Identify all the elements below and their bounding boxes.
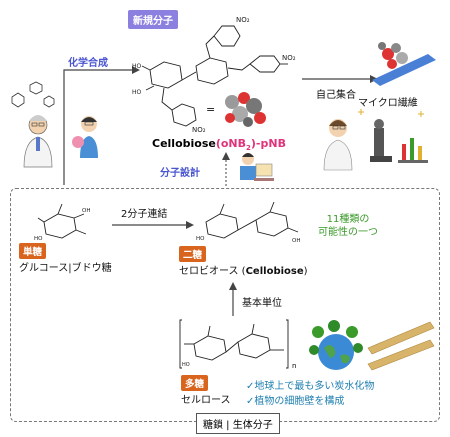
- svg-text:HO: HO: [132, 89, 142, 96]
- eleven-types-label: 11種類の 可能性の一つ: [318, 213, 378, 239]
- equals-sign: =: [206, 103, 216, 116]
- disaccharide-tag: 二糖: [179, 246, 207, 262]
- compound-name-main: Cellobiose: [152, 137, 216, 150]
- svg-text:HO: HO: [132, 63, 142, 70]
- svg-text:NO₂: NO₂: [192, 126, 206, 134]
- polymer-subscript-n: n: [292, 362, 297, 370]
- svg-text:OH: OH: [82, 208, 90, 214]
- new-molecule-badge: 新規分子: [128, 10, 178, 29]
- compound-name-pnb: )-pNB: [250, 137, 286, 150]
- glucose-structure: HO OH: [34, 203, 90, 242]
- self-assembly-arrow: [302, 75, 378, 83]
- molecular-model-3d: [225, 92, 266, 127]
- cellobiose-label-close: ): [303, 266, 308, 277]
- svg-text:NO₂: NO₂: [236, 16, 250, 24]
- svg-text:HO: HO: [34, 236, 43, 242]
- most-abundant-bullet: ✓地球上で最も多い炭水化物: [246, 381, 375, 392]
- monosaccharide-tag: 単糖: [19, 243, 47, 259]
- cellobiose-label-jp: セロビオース (: [179, 266, 246, 277]
- two-molecule-link-label: 2分子連結: [121, 209, 168, 220]
- basic-unit-arrow: [229, 282, 237, 316]
- eleven-types-line1: 11種類の: [326, 214, 370, 225]
- eleven-types-line2: 可能性の一つ: [318, 227, 378, 238]
- basic-unit-label: 基本単位: [242, 298, 282, 309]
- student-flask-illustration: [72, 116, 98, 158]
- synthesis-arrow: [63, 66, 140, 185]
- cellobiose-label-en: Cellobiose: [245, 266, 304, 277]
- polysaccharide-tag: 多糖: [181, 375, 209, 391]
- scientist-illustration: [11, 81, 55, 168]
- microfiber-label: マイクロ繊維: [358, 98, 418, 109]
- compound-name: Cellobiose(oNB2)-pNB: [152, 137, 286, 152]
- designer-illustration: [240, 153, 274, 181]
- glucose-label: グルコース|ブドウ糖: [19, 263, 112, 274]
- cellulose-structure: HO: [179, 319, 289, 369]
- cellobiose-label: セロビオース (Cellobiose): [179, 262, 308, 277]
- earth-plants-illustration: [309, 320, 363, 370]
- lab-scientist-illustration: [323, 109, 428, 171]
- svg-text:NO₂: NO₂: [282, 54, 296, 62]
- wood-planks-illustration: [367, 321, 435, 371]
- molecular-design-label: 分子設計: [160, 168, 200, 179]
- sugar-chain-biomolecule-tag: 糖鎖 | 生体分子: [196, 413, 280, 434]
- chemical-synthesis-label: 化学合成: [68, 58, 108, 69]
- self-assembly-label: 自己集合: [316, 90, 356, 101]
- svg-text:OH: OH: [292, 238, 300, 244]
- cellobiose-onb2-pnb-structure: NO₂ NO₂ NO₂ HO HO: [132, 16, 296, 134]
- compound-name-onb: (oNB: [215, 137, 247, 150]
- cellulose-label: セルロース: [181, 395, 231, 406]
- compound-name-onb-sub: 2: [246, 144, 251, 153]
- svg-text:HO: HO: [182, 362, 190, 368]
- microfiber-illustration: [372, 42, 436, 86]
- svg-text:HO: HO: [196, 236, 205, 242]
- link-arrow: [112, 221, 194, 229]
- design-up-arrow: [222, 152, 230, 186]
- cellobiose-structure: HO OH: [196, 201, 300, 244]
- cell-wall-bullet: ✓植物の細胞壁を構成: [246, 396, 345, 407]
